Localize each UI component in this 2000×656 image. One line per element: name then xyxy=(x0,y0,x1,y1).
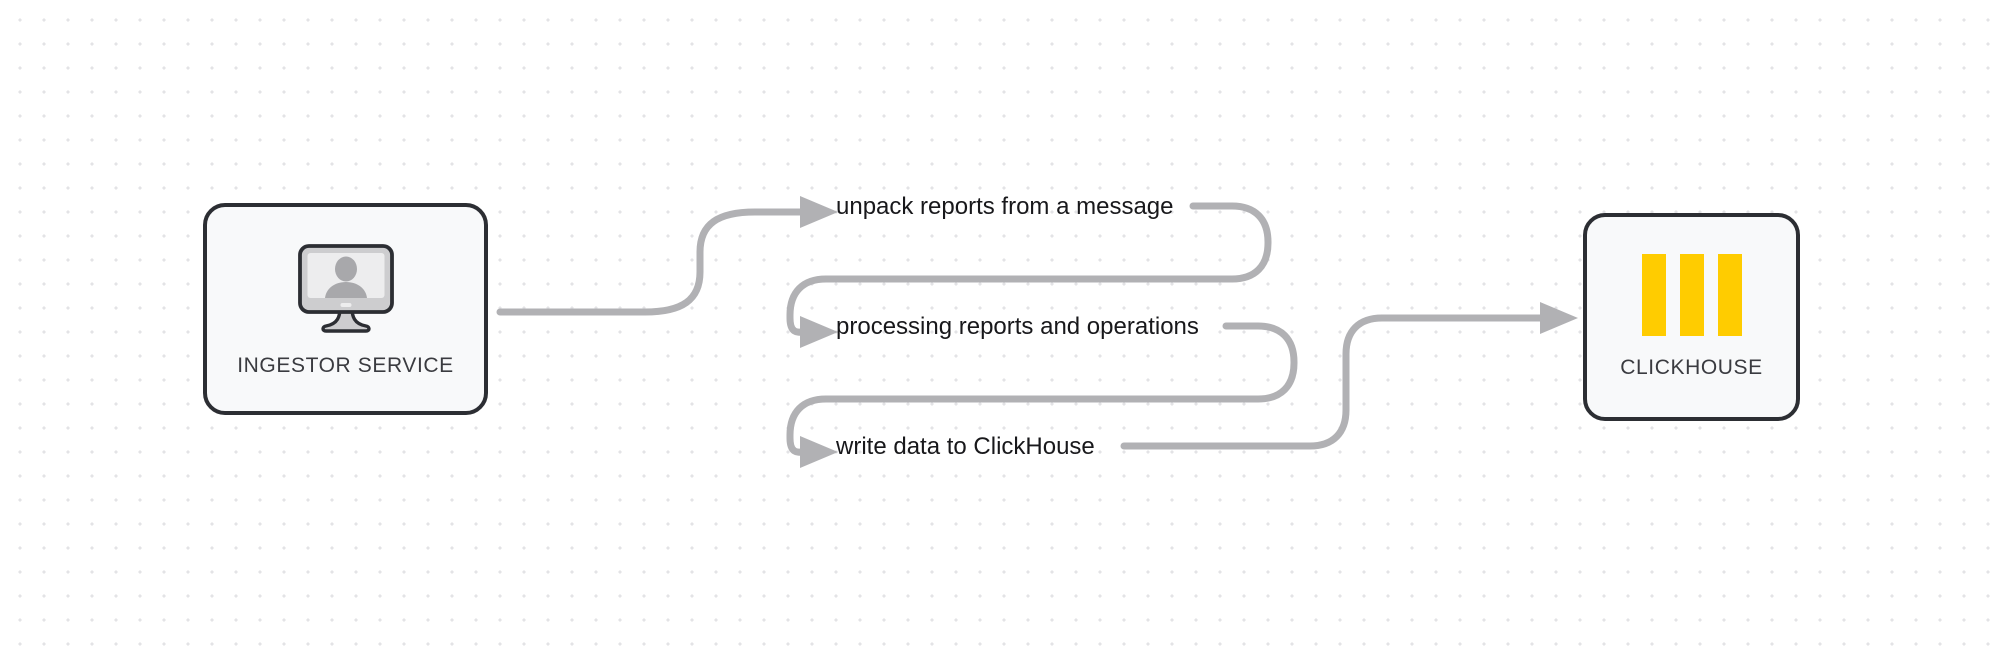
node-label-ingestor-service: INGESTOR SERVICE xyxy=(237,354,454,377)
clickhouse-logo-icon xyxy=(1641,254,1742,336)
edge-arrow-1 xyxy=(800,316,838,348)
clickhouse-bar-1 xyxy=(1641,254,1666,336)
monitor-user-icon xyxy=(294,240,398,336)
node-label-clickhouse: CLICKHOUSE xyxy=(1620,356,1763,379)
node-ingestor-service[interactable]: INGESTOR SERVICE xyxy=(203,203,488,415)
clickhouse-bar-2 xyxy=(1679,254,1704,336)
edge-arrow-2 xyxy=(800,436,838,468)
edge-arrow-clickhouse xyxy=(1540,302,1578,334)
edge-arrow-0 xyxy=(800,196,838,228)
edge-label-write-data: write data to ClickHouse xyxy=(836,433,1095,460)
edge-label-unpack-reports: unpack reports from a message xyxy=(836,193,1174,220)
node-clickhouse[interactable]: CLICKHOUSE xyxy=(1583,213,1800,421)
edge-label-processing-reports: processing reports and operations xyxy=(836,313,1199,340)
edge-path-entry xyxy=(496,208,804,316)
clickhouse-bar-3 xyxy=(1717,254,1742,336)
